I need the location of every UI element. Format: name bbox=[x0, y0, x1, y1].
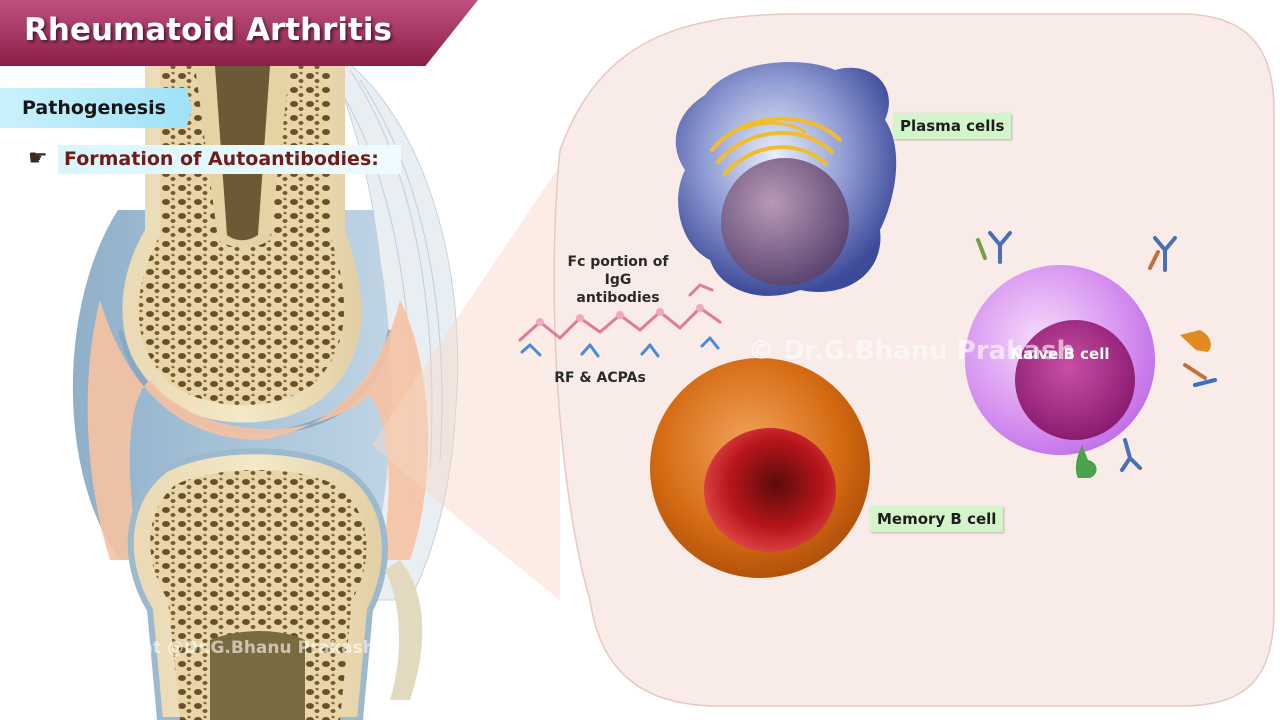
label-memory-b-cell: Memory B cell bbox=[870, 506, 1004, 532]
label-fc-portion: Fc portion of IgG antibodies bbox=[567, 254, 669, 306]
watermark-bottom-left: ©Copyright @Dr.G.Bhanu Prakash bbox=[50, 638, 375, 658]
watermark-center: © Dr.G.Bhanu Prakash bbox=[748, 336, 1076, 366]
label-rf-acpas: RF & ACPAs bbox=[554, 370, 646, 386]
naive-b-cell bbox=[965, 231, 1217, 478]
plasma-cell bbox=[675, 62, 897, 296]
plasma-cell-nucleus bbox=[721, 158, 849, 286]
section-banner: Pathogenesis bbox=[0, 88, 192, 128]
lower-spongy-bone bbox=[150, 470, 367, 720]
green-antigen-icon bbox=[1075, 445, 1097, 478]
section-title: Pathogenesis bbox=[22, 97, 166, 119]
synovial-space bbox=[87, 300, 429, 560]
title-banner: Rheumatoid Arthritis bbox=[0, 0, 478, 66]
memory-b-cell bbox=[650, 358, 870, 578]
pointing-hand-icon: ☛ bbox=[28, 146, 48, 171]
orange-antigen-icon bbox=[1180, 330, 1211, 352]
marrow-canal-lower bbox=[210, 631, 305, 720]
bullet-heading: Formation of Autoantibodies: bbox=[58, 145, 401, 174]
naive-b-cell-nucleus bbox=[1015, 320, 1135, 440]
label-naive-b-cell: Naive B cell bbox=[1010, 345, 1110, 363]
zoom-cone bbox=[372, 165, 560, 600]
memory-b-cell-nucleus bbox=[704, 428, 836, 552]
label-plasma-cells: Plasma cells bbox=[893, 113, 1012, 139]
page-title: Rheumatoid Arthritis bbox=[24, 12, 392, 48]
antibody-nodes bbox=[536, 304, 704, 326]
b-cell-receptors bbox=[976, 231, 1217, 472]
